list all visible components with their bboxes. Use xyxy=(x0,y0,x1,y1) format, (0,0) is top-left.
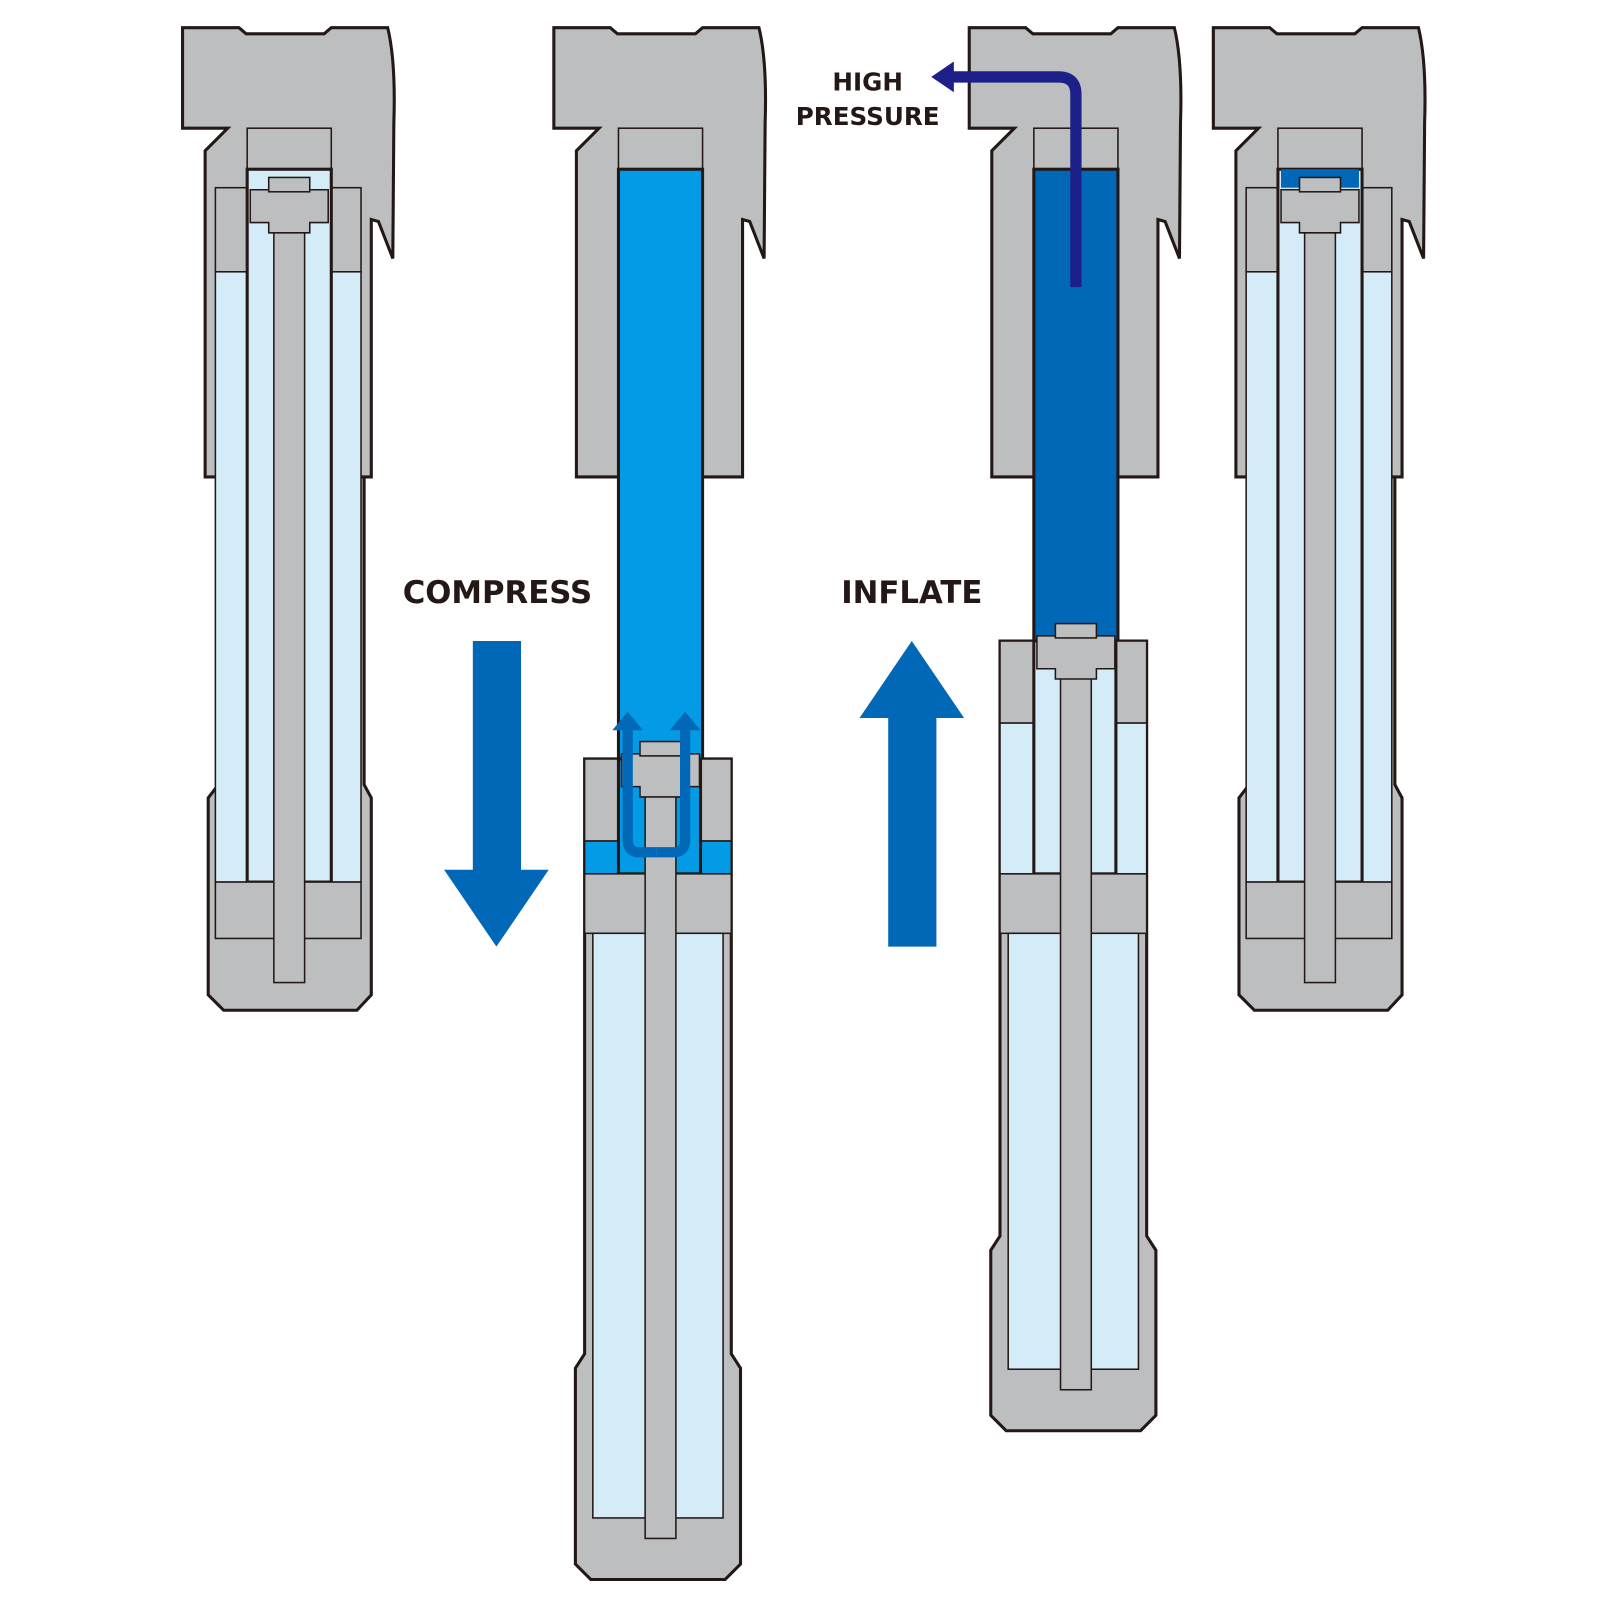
inflate-label: INFLATE xyxy=(841,575,982,611)
inflate-arrow-up xyxy=(859,641,965,947)
piston-rod xyxy=(644,763,677,1540)
compress-label: COMPRESS xyxy=(403,575,592,611)
pressurised-air-column xyxy=(616,167,705,761)
piston-seal xyxy=(249,188,329,234)
pump-extended xyxy=(552,26,768,1582)
piston-cap xyxy=(1298,176,1342,193)
pump-collapsed xyxy=(1211,26,1427,1012)
bore-cap xyxy=(617,127,704,170)
bore-cap xyxy=(246,127,333,170)
compress-arrow-down xyxy=(444,641,549,947)
airflow-arrow xyxy=(656,730,691,858)
high-pressure-label-line1: HIGH xyxy=(832,67,903,96)
pump-collapsed xyxy=(181,26,396,1012)
piston-cap xyxy=(639,740,682,757)
high-pressure-arrowhead xyxy=(931,61,954,93)
high-pressure-label-line2: PRESSURE xyxy=(796,102,940,131)
piston-rod xyxy=(1059,645,1093,1391)
piston-cap xyxy=(267,176,311,193)
airflow-arrowhead xyxy=(612,711,644,731)
piston-rod xyxy=(1303,194,1337,984)
piston-seal xyxy=(1280,188,1360,234)
piston-rod xyxy=(273,194,306,984)
piston-cap xyxy=(1054,622,1098,639)
pump-extended xyxy=(967,26,1183,1433)
piston-seal xyxy=(1036,635,1116,680)
bore-cap xyxy=(1277,127,1363,170)
airflow-arrowhead xyxy=(669,711,701,731)
airflow-arrow xyxy=(622,730,657,858)
high-pressure-arrow xyxy=(951,71,1082,288)
